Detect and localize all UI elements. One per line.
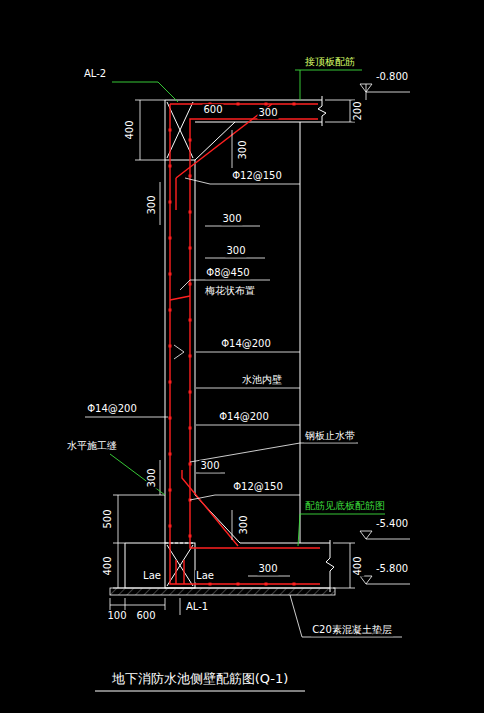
rebar-dot (189, 139, 192, 142)
note: C20素混凝土垫层 (311, 624, 393, 636)
rebar-dot (189, 283, 192, 286)
rebar-dot (169, 165, 172, 168)
beam-tag: AL-1 (185, 601, 209, 613)
note: 钢板止水带 (304, 430, 356, 442)
dimension: 300 (257, 563, 278, 575)
rebar-spec: Φ14@200 (86, 403, 138, 415)
note: 水池内壁 (241, 374, 283, 386)
elevation: -5.400 (375, 518, 409, 530)
beam-tag: AL-2 (83, 68, 107, 80)
rebar-dot (237, 103, 240, 106)
rebar-dot (189, 211, 192, 214)
anchorage-length: Lae (195, 570, 215, 582)
rebar-dot (237, 583, 240, 586)
dimension: 300 (238, 514, 250, 535)
rebar-dot (189, 391, 192, 394)
rebar-dot (293, 583, 296, 586)
note: 水平施工缝 (66, 440, 118, 452)
dimension: 100 (106, 610, 127, 622)
rebar-dot (169, 309, 172, 312)
dimension: 500 (102, 508, 114, 529)
leader-lines (110, 70, 385, 546)
rebar-dot (189, 319, 192, 322)
dimension: 400 (352, 555, 364, 576)
dimension: 300 (221, 213, 242, 225)
rebar-dot (189, 175, 192, 178)
dimension: 300 (146, 467, 158, 488)
rebar-spec: Φ14@200 (218, 411, 270, 423)
rebar-dot (189, 535, 192, 538)
rebar (170, 104, 320, 584)
dimension: 600 (202, 104, 223, 116)
rebar-dot (169, 237, 172, 240)
dimension: 400 (124, 119, 136, 140)
rebar-dot (169, 525, 172, 528)
rebar-spec: Φ12@150 (231, 170, 283, 182)
rebar-dot (169, 273, 172, 276)
note: 梅花状布置 (204, 285, 256, 297)
rebar-dot (169, 129, 172, 132)
dimension: 200 (352, 100, 364, 121)
anchorage-length: Lae (142, 570, 162, 582)
note: 配筋见底板配筋图 (304, 500, 386, 512)
dimension: 400 (102, 555, 114, 576)
rebar-dot (169, 381, 172, 384)
rebar-dot (169, 201, 172, 204)
elevation: -0.800 (375, 71, 409, 83)
dimension: 300 (225, 245, 246, 257)
dimension: 300 (199, 460, 220, 472)
rebar-dots (169, 103, 296, 586)
rebar-spec: Φ8@450 (205, 267, 250, 279)
dimension: 300 (257, 107, 278, 119)
rebar-dot (209, 583, 212, 586)
dimension-lines (85, 84, 410, 637)
rebar-dot (189, 427, 192, 430)
dimension: 300 (146, 194, 158, 215)
rebar-dot (265, 583, 268, 586)
rebar-dot (189, 247, 192, 250)
caption-underline (95, 691, 305, 692)
blinding-layer (110, 588, 335, 595)
drawing-caption: 地下消防水池侧壁配筋图(Q-1) (110, 670, 291, 688)
rebar-dot (169, 345, 172, 348)
rebar-spec: Φ14@200 (220, 338, 272, 350)
rebar-dot (169, 453, 172, 456)
rebar-dot (293, 103, 296, 106)
rebar-dot (189, 355, 192, 358)
concrete-outline (125, 96, 334, 592)
rebar-dot (169, 417, 172, 420)
rebar-dot (189, 463, 192, 466)
rebar-dot (265, 103, 268, 106)
note: 接顶板配筋 (304, 56, 356, 68)
dimension: 600 (135, 610, 156, 622)
rebar-spec: Φ12@150 (232, 481, 284, 493)
elevation: -5.800 (375, 563, 409, 575)
rebar-dot (169, 489, 172, 492)
dimension: 300 (237, 139, 249, 160)
